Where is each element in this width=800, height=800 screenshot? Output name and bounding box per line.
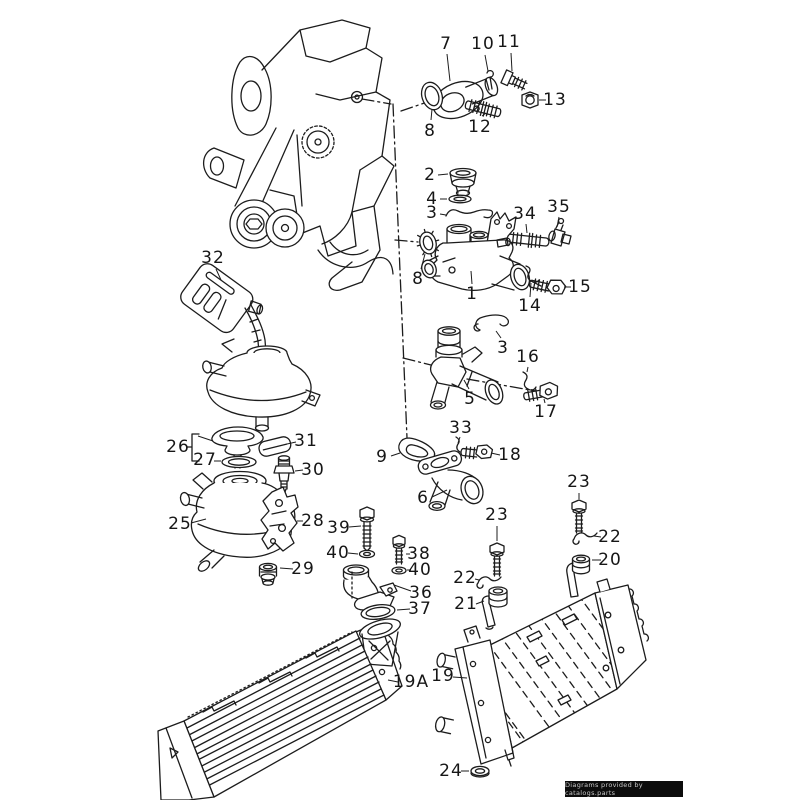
watermark-text: Diagrams provided by catalogs.parts (565, 781, 643, 797)
part-1-thermostat-housing (421, 211, 531, 291)
leader-line-8 (430, 108, 433, 121)
pour-stream (244, 304, 267, 354)
part-18-bolt (460, 444, 494, 460)
part-33-clip (455, 436, 461, 453)
leader-line-18 (490, 452, 501, 456)
leader-line-1 (470, 270, 473, 285)
part-31-cover (258, 436, 292, 457)
leader-line-7 (446, 53, 451, 82)
leader-line-14 (529, 282, 532, 298)
part-12-stud (464, 99, 502, 119)
part-9-gasket (398, 437, 436, 462)
leader-line-29 (279, 567, 294, 570)
part-13-nut (521, 91, 539, 109)
part-27-seal (221, 455, 257, 469)
leader-line-22 (593, 535, 602, 538)
leader-line-22 (474, 578, 480, 581)
leader-line-8 (420, 253, 426, 270)
leader-line-21 (475, 600, 485, 605)
part-22-clip-left (476, 576, 502, 589)
leader-line-32 (215, 268, 222, 281)
leader-line-39 (348, 525, 362, 528)
leader-line-16 (526, 366, 529, 373)
leader-line-30 (294, 469, 304, 472)
part-20-mount (566, 554, 591, 598)
engine-assembly (203, 19, 395, 291)
leader-line-10 (484, 54, 489, 72)
leader-line-25 (190, 518, 207, 524)
leader-line-19 (452, 676, 468, 679)
part-24-seal (470, 765, 490, 778)
part-32-coolant-jug (180, 263, 264, 334)
leader-line-2 (437, 173, 449, 176)
part-3-clip-lower (473, 314, 509, 332)
part-5-pipe (429, 326, 504, 410)
bracket-26-brace (186, 433, 200, 462)
part-11-bolt (500, 69, 528, 91)
part-36-elbow (342, 564, 398, 611)
part-34-stud (506, 231, 550, 249)
part-17-bolt (523, 381, 559, 402)
leader-line-40 (347, 552, 359, 555)
leader-line-5 (463, 379, 470, 390)
part-2-cap (449, 167, 477, 197)
part-40-washer-right (391, 566, 407, 575)
leader-line-36 (393, 584, 412, 592)
leader-line-11 (510, 52, 513, 72)
part-30-sensor (273, 455, 295, 496)
part-8-oring-mid (416, 228, 440, 258)
part-28-bracket (260, 486, 299, 552)
leader-line-19A (387, 679, 399, 683)
part-6-water-flange (417, 450, 484, 512)
part-21-mount (481, 586, 508, 630)
part-23-bolt-left (489, 542, 505, 577)
leader-line-35 (556, 216, 560, 228)
leader-line-9 (390, 452, 401, 457)
part-23-bolt-right (571, 499, 587, 534)
watermark-badge: Diagrams provided by catalogs.parts (565, 781, 683, 797)
part-8-oring-upper (420, 81, 444, 111)
leader-line-3 (495, 330, 502, 339)
part-4-seal (448, 194, 472, 204)
part-22-clip-right (572, 532, 598, 545)
leader-line-31 (286, 441, 297, 445)
part-16-clip (522, 371, 537, 391)
part-10-pin (485, 69, 494, 91)
leader-line-34 (525, 223, 528, 234)
expansion-tank-fill-view (202, 338, 321, 432)
radiator-19 (434, 578, 649, 767)
leader-line-17 (543, 398, 546, 404)
part-29-plug (258, 562, 278, 586)
part-3-clip-upper (445, 209, 494, 219)
part-40-washer-left (358, 549, 376, 559)
part-37-oring (360, 604, 396, 620)
part-38-bolt (392, 534, 406, 565)
leader-line-12 (481, 112, 487, 117)
leader-line-6 (431, 489, 448, 498)
leader-line-3 (439, 213, 447, 216)
leader-line-26 (197, 435, 214, 442)
leader-line-37 (396, 608, 411, 611)
leader-line-33 (457, 436, 461, 444)
